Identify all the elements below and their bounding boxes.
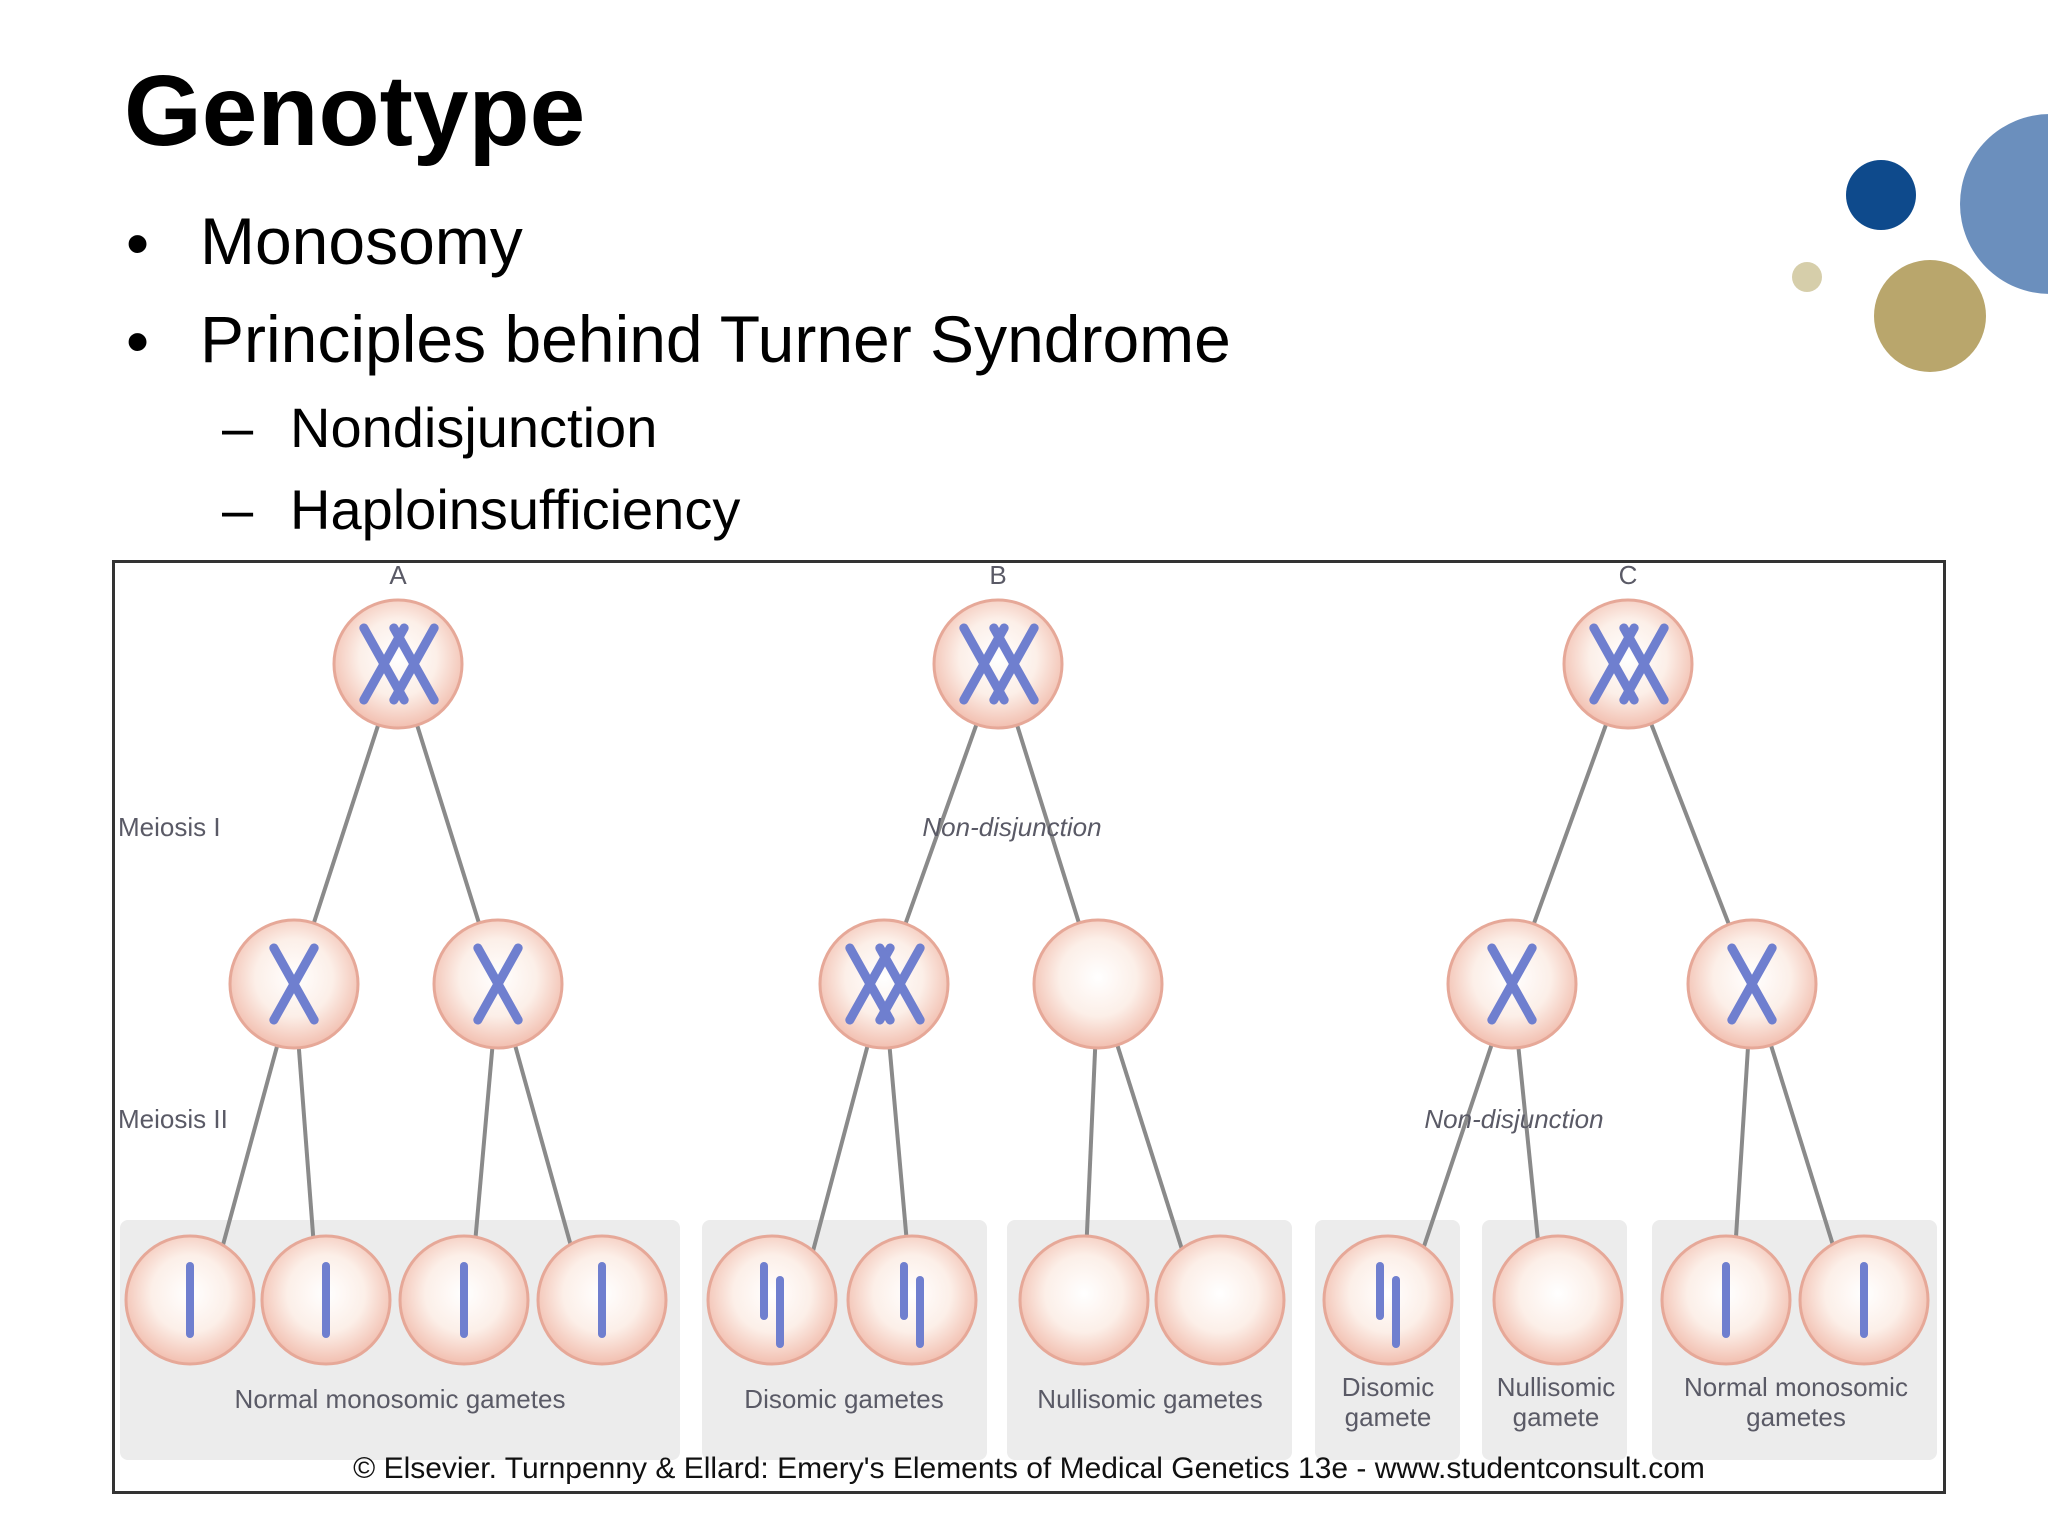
panel-label-c: C xyxy=(1619,560,1638,590)
cells xyxy=(124,598,1930,1366)
figure-caption: © Elsevier. Turnpenny & Ellard: Emery's … xyxy=(353,1452,1705,1485)
cell-c-meiosis1-left xyxy=(1446,918,1578,1050)
pale-gold-circle xyxy=(1792,262,1822,292)
slide-title: Genotype xyxy=(124,55,586,167)
nondisjunction-label-b: Non-disjunction xyxy=(922,812,1101,842)
gamete-label-nullisomic: Nullisomic gametes xyxy=(1037,1384,1262,1414)
cell-c-meiosis1-right xyxy=(1686,918,1818,1050)
cell-membrane xyxy=(1322,1234,1454,1366)
chromosome xyxy=(1487,943,1537,1025)
gamete-label-normal-c-line1: Normal monosomic xyxy=(1684,1372,1908,1402)
nondisjunction-diagram: A B C Meiosis I Meiosis II Non-disjuncti… xyxy=(112,560,1946,1494)
gamete-b-2 xyxy=(846,1234,978,1366)
cell-a-meiosis1-right xyxy=(432,918,564,1050)
cell-membrane xyxy=(332,598,464,730)
gamete-label-nullisomic-c-line1: Nullisomic xyxy=(1497,1372,1615,1402)
chromosome xyxy=(473,943,523,1025)
cell-a-meiosis1-left xyxy=(228,918,360,1050)
gamete-a-3 xyxy=(398,1234,530,1366)
cell-c-parent xyxy=(1562,598,1694,730)
gamete-b-3 xyxy=(1018,1234,1150,1366)
bullet-monosomy: • Monosomy xyxy=(126,208,523,276)
chromosome xyxy=(1619,623,1669,705)
cell-membrane xyxy=(932,598,1064,730)
sub-bullet-nondisjunction: – Nondisjunction xyxy=(222,400,657,456)
cell-b-meiosis1-right xyxy=(1032,918,1164,1050)
gamete-label-normal-monosomic: Normal monosomic gametes xyxy=(235,1384,566,1414)
bullet-text: Principles behind Turner Syndrome xyxy=(200,302,1231,376)
cell-membrane xyxy=(818,918,950,1050)
sub-bullet-mark: – xyxy=(222,396,254,459)
sub-bullet-text: Nondisjunction xyxy=(290,396,658,459)
cell-a-parent xyxy=(332,598,464,730)
sub-bullet-mark: – xyxy=(222,478,254,541)
cell-membrane xyxy=(1154,1234,1286,1366)
chromosome xyxy=(269,943,319,1025)
gamete-a-2 xyxy=(260,1234,392,1366)
bullet-mark: • xyxy=(126,304,150,378)
bullet-text: Monosomy xyxy=(200,204,523,278)
gamete-c-3 xyxy=(1660,1234,1792,1366)
cell-membrane xyxy=(1562,598,1694,730)
gamete-label-disomic: Disomic gametes xyxy=(744,1384,943,1414)
gamete-a-4 xyxy=(536,1234,668,1366)
cell-membrane xyxy=(1032,918,1164,1050)
bullet-turner: • Principles behind Turner Syndrome xyxy=(126,306,1231,374)
panel-label-a: A xyxy=(389,560,407,590)
cell-membrane xyxy=(1018,1234,1150,1366)
gamete-label-normal-c-line2: gametes xyxy=(1746,1402,1846,1432)
sub-bullet-text: Haploinsufficiency xyxy=(290,478,741,541)
bullet-mark: • xyxy=(126,206,150,280)
gamete-a-1 xyxy=(124,1234,256,1366)
sub-bullet-haploinsufficiency: – Haploinsufficiency xyxy=(222,482,740,538)
chromosome xyxy=(875,943,925,1025)
gamete-label-disomic-c-line2: gamete xyxy=(1345,1402,1432,1432)
decorative-circles xyxy=(1780,110,2048,390)
dark-blue-circle xyxy=(1846,160,1916,230)
cell-membrane xyxy=(1492,1234,1624,1366)
gamete-label-disomic-c-line1: Disomic xyxy=(1342,1372,1434,1402)
panel-label-b: B xyxy=(989,560,1006,590)
cell-b-parent xyxy=(932,598,1064,730)
gamete-c-1 xyxy=(1322,1234,1454,1366)
cell-membrane xyxy=(706,1234,838,1366)
gold-circle xyxy=(1874,260,1986,372)
nondisjunction-label-c: Non-disjunction xyxy=(1424,1104,1603,1134)
gamete-c-2 xyxy=(1492,1234,1624,1366)
chromosome xyxy=(389,623,439,705)
gamete-label-nullisomic-c-line2: gamete xyxy=(1513,1402,1600,1432)
cell-membrane xyxy=(846,1234,978,1366)
gamete-panels xyxy=(120,1220,1937,1460)
meiosis-1-label: Meiosis I xyxy=(118,812,221,842)
cell-b-meiosis1-left xyxy=(818,918,950,1050)
meiosis-2-label: Meiosis II xyxy=(118,1104,228,1134)
gamete-b-4 xyxy=(1154,1234,1286,1366)
light-blue-circle xyxy=(1960,114,2048,294)
chromosome xyxy=(1727,943,1777,1025)
gamete-b-1 xyxy=(706,1234,838,1366)
gamete-c-4 xyxy=(1798,1234,1930,1366)
chromosome xyxy=(989,623,1039,705)
